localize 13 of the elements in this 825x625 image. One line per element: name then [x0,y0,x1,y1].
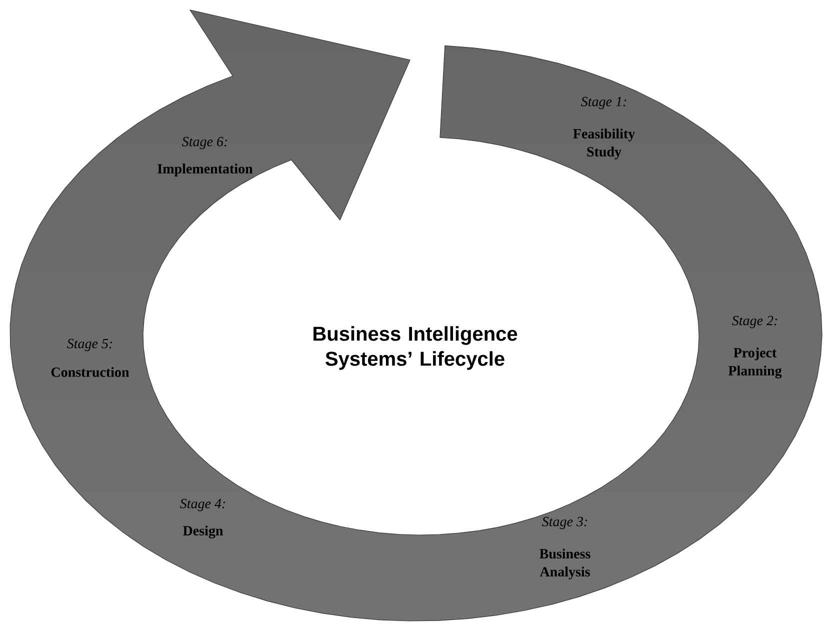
stage-name: Feasibility Study [573,128,635,160]
stage-name: Design [183,526,224,538]
stage-number: Stage 1: [581,96,626,110]
stage-name: Construction [51,367,130,377]
stage-number: Stage 4: [180,498,226,512]
stage-number: Stage 6: [182,136,228,150]
stage-number: Stage 5: [67,338,112,352]
stage-name: Project Planning [728,348,782,378]
stage-number: Stage 3: [542,516,588,530]
stage-name: Implementation [158,164,253,176]
stage-name: Business Analysis [540,548,590,580]
stage-number: Stage 2: [732,316,778,328]
center-title: Business Intelligence Systems’ Lifecycle [314,326,518,370]
